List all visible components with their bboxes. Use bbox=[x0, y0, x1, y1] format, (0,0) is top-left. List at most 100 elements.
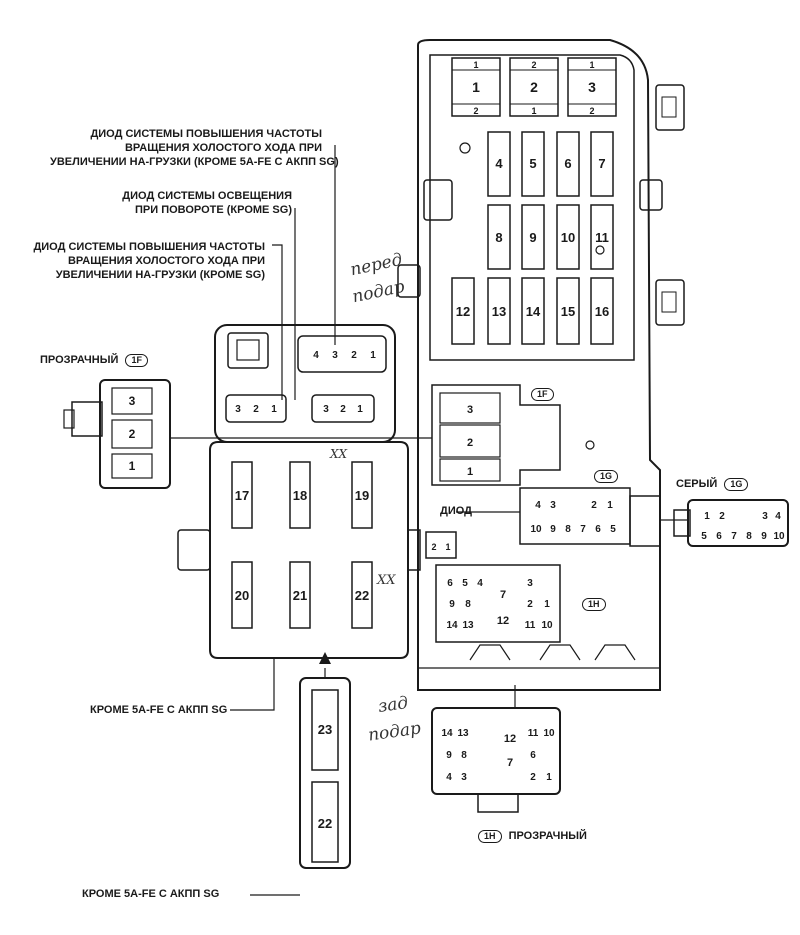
connector-1h-pin: 14 bbox=[441, 728, 453, 739]
pin-label: 1 bbox=[531, 106, 536, 116]
connector-color-text: СЕРЫЙ bbox=[676, 478, 718, 490]
connector-1g-pin: 2 bbox=[719, 511, 725, 522]
connector-1h-pin: 9 bbox=[446, 750, 452, 761]
fuse-1-label: 1 bbox=[472, 79, 480, 95]
diode-socket-pin: 1 bbox=[370, 350, 376, 361]
fuse-6-label: 6 bbox=[564, 156, 571, 171]
label-line: ПРИ ПОВОРОТЕ (КРОМЕ SG) bbox=[135, 204, 292, 216]
connector-color-text: ПРОЗРАЧНЫЙ bbox=[508, 830, 587, 842]
fuse-5-label: 5 bbox=[529, 156, 536, 171]
socket-1h-pin: 13 bbox=[462, 620, 474, 631]
fuse-23-label: 23 bbox=[318, 722, 332, 737]
fuse-20-label: 20 bbox=[235, 588, 249, 603]
diode-socket-pin: 2 bbox=[253, 404, 259, 415]
connector-1g-badge: 1G bbox=[724, 478, 749, 491]
connector-1f-pin-1: 1 bbox=[129, 459, 136, 473]
diode-socket-pin: 4 bbox=[313, 350, 319, 361]
socket-1h-pin: 1 bbox=[544, 599, 550, 610]
socket-1g-pin: 5 bbox=[610, 524, 616, 535]
socket-1h-pin: 2 bbox=[527, 599, 533, 610]
handwritten-xx-1: XX bbox=[330, 447, 348, 461]
socket-1f-pin-3: 3 bbox=[467, 404, 473, 416]
fuse-22-label: 22 bbox=[355, 588, 369, 603]
socket-1g-pin: 4 bbox=[535, 500, 541, 511]
socket-1h-pin: 7 bbox=[500, 589, 506, 601]
socket-1h-pin: 3 bbox=[527, 578, 533, 589]
handwritten-xx-2: XX bbox=[377, 573, 396, 588]
socket-1h-pin: 5 bbox=[462, 578, 468, 589]
socket-1g-pin: 6 bbox=[595, 524, 601, 535]
main-fuse-block-outline bbox=[417, 39, 661, 691]
label-except-5afe-top: КРОМЕ 5А-FE С АКПП SG bbox=[90, 704, 227, 716]
socket-1g-pin: 2 bbox=[591, 500, 597, 511]
label-diode: ДИОД bbox=[440, 505, 472, 517]
diode-socket-pin: 3 bbox=[235, 404, 241, 415]
connector-1f-pin-2: 2 bbox=[129, 427, 136, 441]
fuse-19-label: 19 bbox=[355, 488, 369, 503]
handwritten-rear-top: зад bbox=[376, 692, 410, 718]
fuse-4-label: 4 bbox=[495, 156, 503, 171]
diode-text: ДИОД bbox=[440, 505, 472, 517]
socket-1f-pin-1: 1 bbox=[467, 466, 473, 478]
connector-1h-pin: 2 bbox=[530, 772, 536, 783]
connector-1h-pin: 12 bbox=[504, 733, 516, 745]
fuse-18-label: 18 bbox=[293, 488, 307, 503]
connector-color-text: ПРОЗРАЧНЫЙ bbox=[40, 354, 119, 366]
connector-1h-pin: 1 bbox=[546, 772, 552, 783]
connector-1g-pin: 8 bbox=[746, 531, 752, 542]
diode-pin: 1 bbox=[445, 542, 450, 552]
socket-1h-pin: 8 bbox=[465, 599, 471, 610]
connector-1g-pin: 5 bbox=[701, 531, 707, 542]
label-line: УВЕЛИЧЕНИИ НА-ГРУЗКИ (КРОМЕ SG) bbox=[55, 269, 265, 281]
label-diode-idle-up: ДИОД СИСТЕМЫ ПОВЫШЕНИЯ ЧАСТОТЫ ВРАЩЕНИЯ … bbox=[0, 240, 265, 282]
connector-1g-pin: 4 bbox=[775, 511, 781, 522]
fuse-14-label: 14 bbox=[526, 304, 541, 319]
connector-1g-pin: 9 bbox=[761, 531, 767, 542]
pin-label: 2 bbox=[473, 106, 478, 116]
fuse-13-label: 13 bbox=[492, 304, 506, 319]
connector-1h-pin: 3 bbox=[461, 772, 467, 783]
label-except-5afe-bottom: КРОМЕ 5А-FE С АКПП SG bbox=[82, 888, 219, 900]
connector-1h-pin: 6 bbox=[530, 750, 536, 761]
diode-socket-pin: 1 bbox=[271, 404, 277, 415]
label-line: ДИОД СИСТЕМЫ ПОВЫШЕНИЯ ЧАСТОТЫ bbox=[33, 241, 265, 253]
label-line: ДИОД СИСТЕМЫ ПОВЫШЕНИЯ ЧАСТОТЫ bbox=[90, 128, 322, 140]
socket-1g-badge: 1G bbox=[594, 470, 619, 483]
fuse-12-label: 12 bbox=[456, 304, 470, 319]
pin-label: 1 bbox=[589, 60, 594, 70]
label-line: ВРАЩЕНИЯ ХОЛОСТОГО ХОДА ПРИ bbox=[67, 255, 265, 267]
connector-1h-pin: 4 bbox=[446, 772, 452, 783]
diode-socket-pin: 3 bbox=[332, 350, 338, 361]
label-diode-idle-up-ac: ДИОД СИСТЕМЫ ПОВЫШЕНИЯ ЧАСТОТЫ ВРАЩЕНИЯ … bbox=[50, 127, 339, 169]
socket-1f-badge: 1F bbox=[531, 388, 554, 401]
fuse-21-label: 21 bbox=[293, 588, 307, 603]
socket-1h-pin: 14 bbox=[446, 620, 458, 631]
socket-1h-pin: 10 bbox=[541, 620, 553, 631]
socket-1h-pin: 4 bbox=[477, 578, 483, 589]
label-diode-turn-light: ДИОД СИСТЕМЫ ОСВЕЩЕНИЯ ПРИ ПОВОРОТЕ (КРО… bbox=[60, 189, 292, 217]
socket-1h-badge: 1H bbox=[582, 598, 606, 611]
fuse-7-label: 7 bbox=[598, 156, 605, 171]
socket-1f-pin-2: 2 bbox=[467, 437, 473, 449]
pin-label: 2 bbox=[589, 106, 594, 116]
connector-1f-pin-3: 3 bbox=[129, 394, 136, 408]
fuse-10-label: 10 bbox=[561, 230, 575, 245]
connector-1g-pin: 7 bbox=[731, 531, 737, 542]
connector-1f-badge: 1F bbox=[125, 354, 148, 367]
connector-1g-pin: 10 bbox=[773, 531, 785, 542]
connector-1g-pin: 3 bbox=[762, 511, 768, 522]
socket-1g-pin: 7 bbox=[580, 524, 586, 535]
socket-1g-pin: 10 bbox=[530, 524, 542, 535]
socket-1h-pin: 9 bbox=[449, 599, 455, 610]
connector-1h-pin: 11 bbox=[528, 728, 539, 739]
diode-socket-pin: 3 bbox=[323, 404, 329, 415]
pin-label: 2 bbox=[531, 60, 536, 70]
diode-pin: 2 bbox=[431, 542, 436, 552]
label-transparent-1h: 1H ПРОЗРАЧНЫЙ bbox=[478, 830, 587, 843]
fuse-9-label: 9 bbox=[529, 230, 536, 245]
fuse-15-label: 15 bbox=[561, 304, 575, 319]
label-1g-socket: 1G bbox=[590, 470, 619, 483]
connector-1g-pin: 6 bbox=[716, 531, 722, 542]
label-line: ДИОД СИСТЕМЫ ОСВЕЩЕНИЯ bbox=[122, 190, 292, 202]
